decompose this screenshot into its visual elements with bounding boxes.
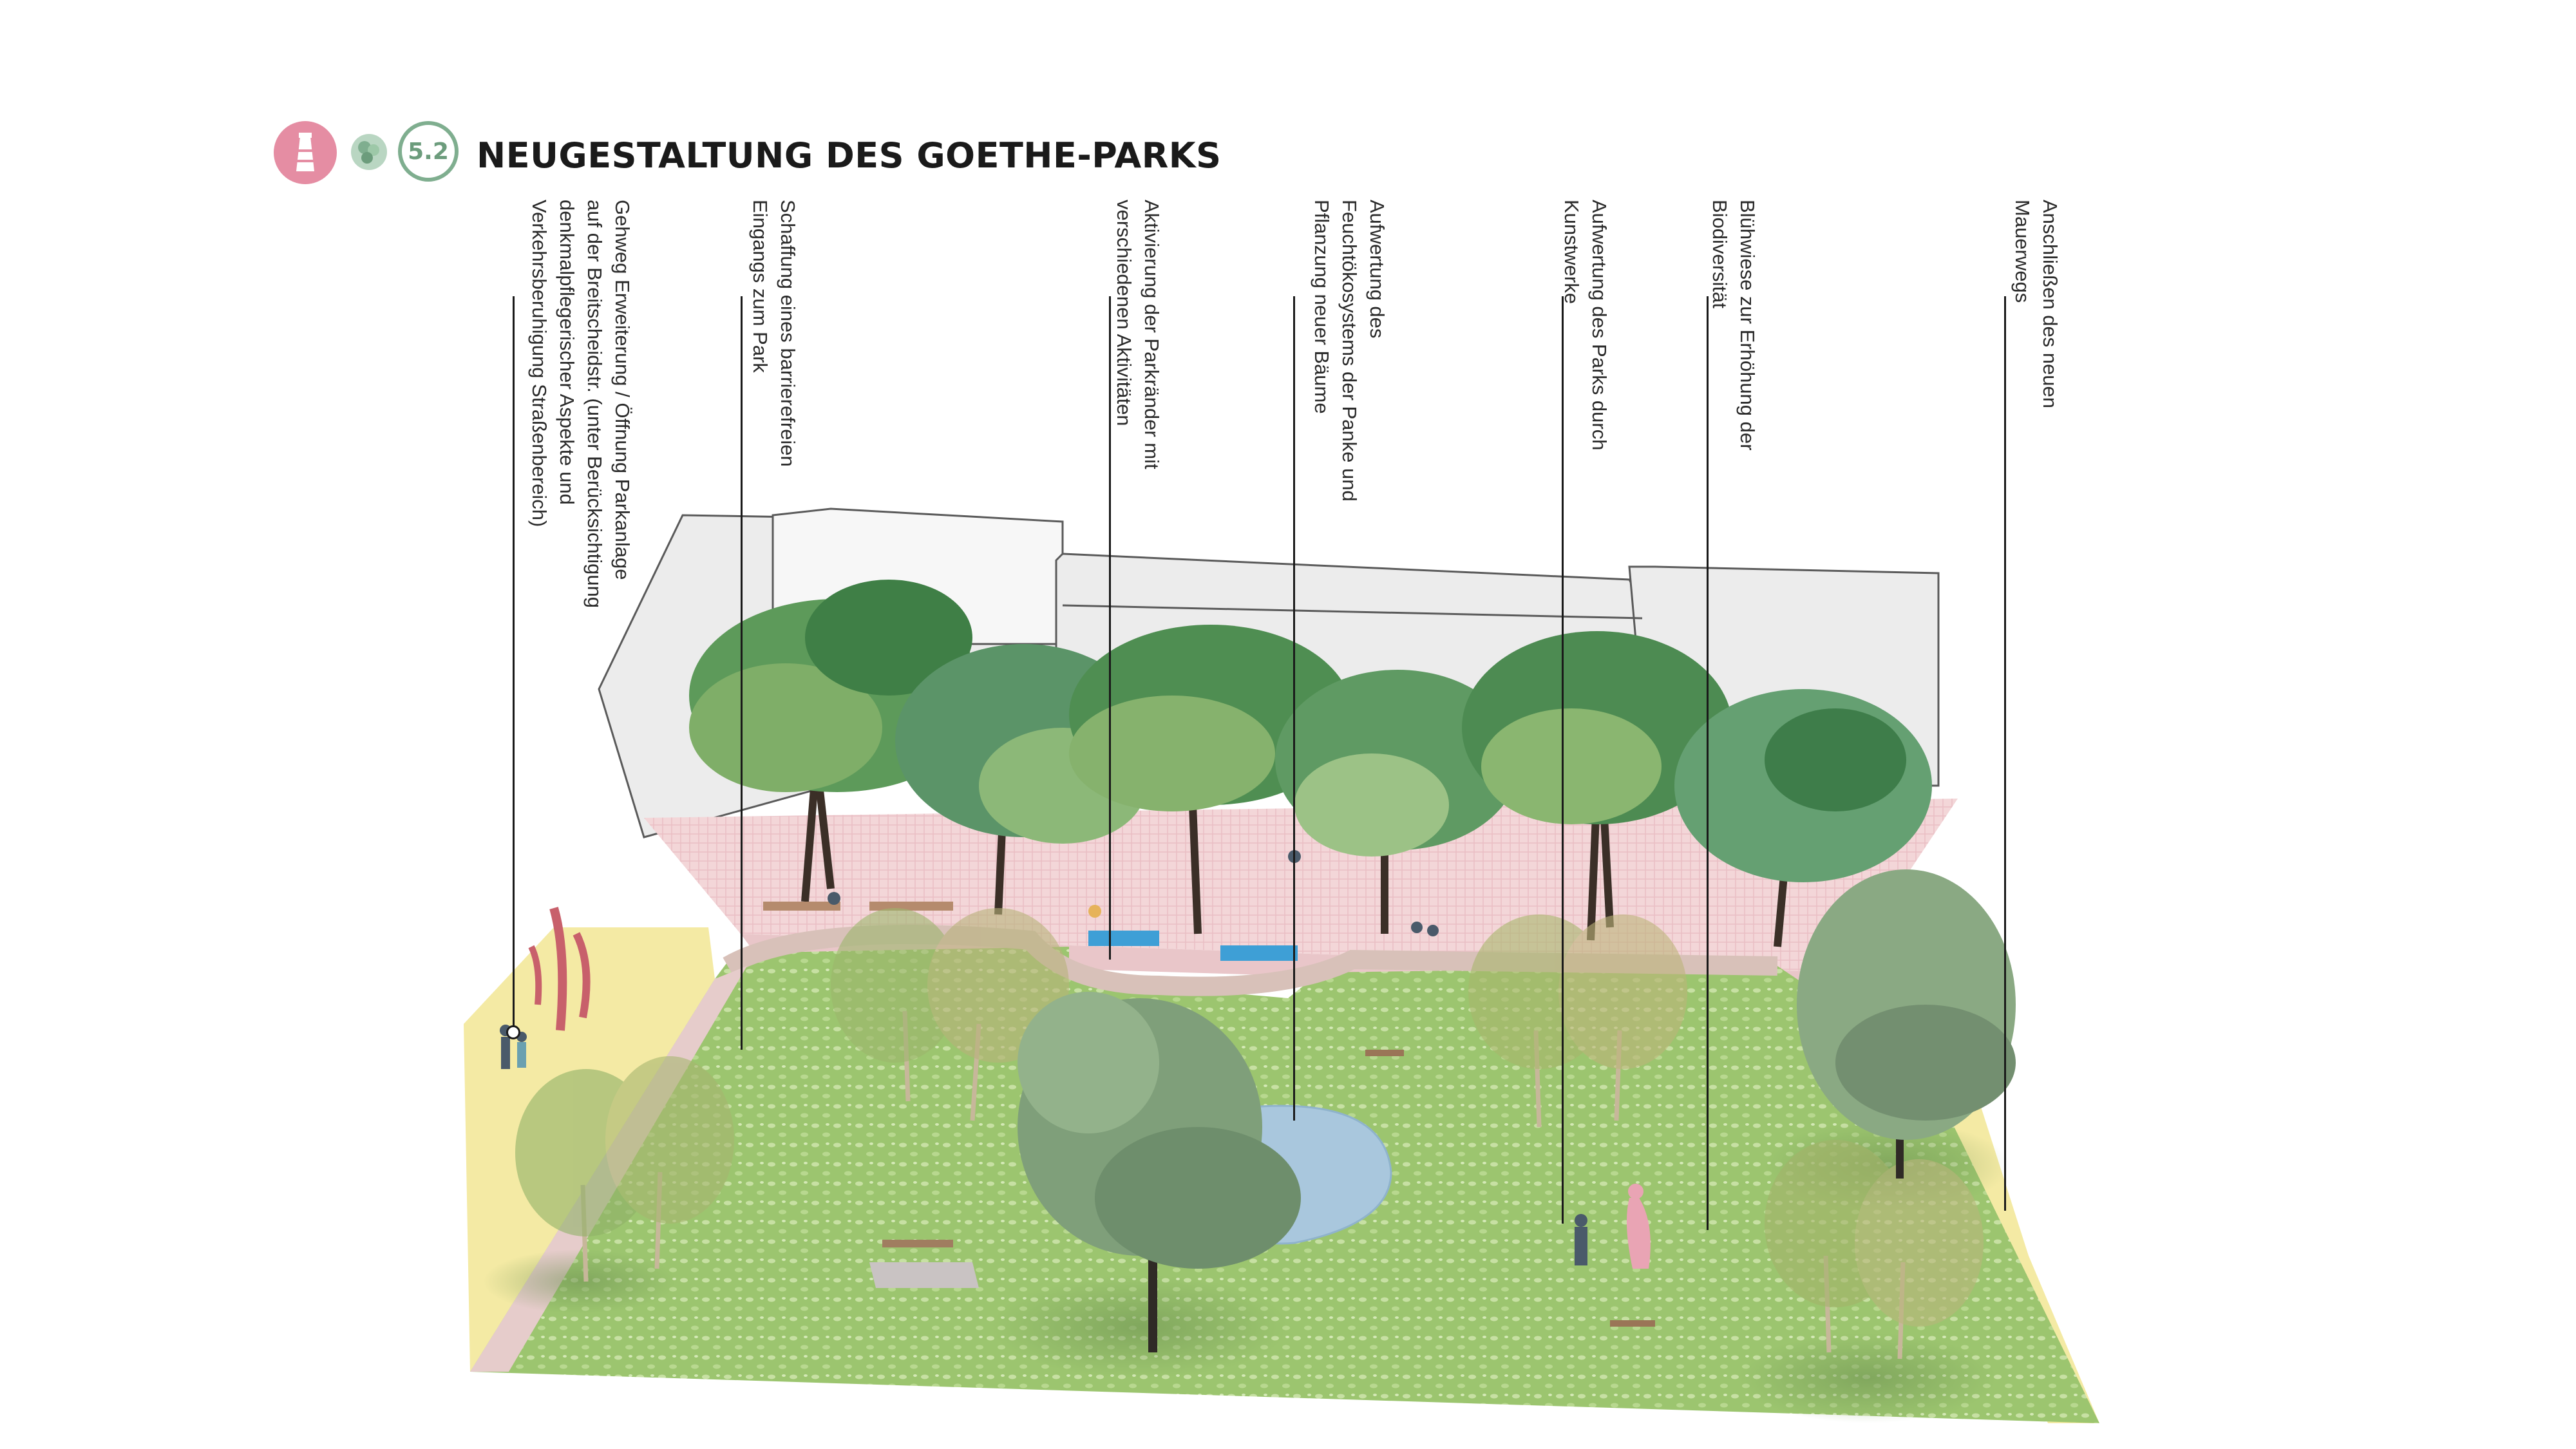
callout-sidewalk-extension: Gehweg Erweiterung / Öffnung Parkanlage …	[528, 200, 634, 609]
tree-row	[689, 580, 1932, 947]
leader-line-sidewalk	[513, 296, 515, 1030]
foreground-trees	[515, 869, 2016, 1359]
leader-line-entrance	[741, 296, 743, 1050]
callout-park-edges-activities: Aktivierung der Parkränder mit verschied…	[1113, 200, 1163, 469]
section-number-badge: 5.2	[398, 121, 459, 182]
callout-new-wall-trail: Anschließen des neuen Mauerwegs	[2011, 200, 2061, 409]
leader-line-park-edges	[1109, 296, 1111, 960]
callout-flower-meadow: Blühwiese zur Erhöhung der Biodiversität	[1709, 200, 1759, 451]
leader-line-meadow	[1707, 296, 1709, 1230]
callout-wetland-ecosystem: Aufwertung des Feuchtökosystems der Pank…	[1311, 200, 1388, 502]
leader-line-wall-trail	[2004, 296, 2006, 1211]
park-furniture	[763, 902, 1655, 1327]
leaf-cluster-icon	[351, 134, 387, 170]
people	[500, 850, 1587, 1265]
leader-marker-sidewalk	[506, 1025, 520, 1039]
leader-line-wetland	[1293, 296, 1295, 1121]
lighthouse-icon	[274, 121, 337, 184]
callout-artworks: Aufwertung des Parks durch Kunstwerke	[1560, 200, 1611, 451]
page-title: NEUGESTALTUNG DES GOETHE-PARKS	[477, 135, 1222, 176]
artworks	[528, 907, 1651, 1269]
leader-line-artworks	[1562, 296, 1564, 1224]
callout-barrier-free-entrance: Schaffung eines barrierefreien Eingangs …	[749, 200, 799, 467]
